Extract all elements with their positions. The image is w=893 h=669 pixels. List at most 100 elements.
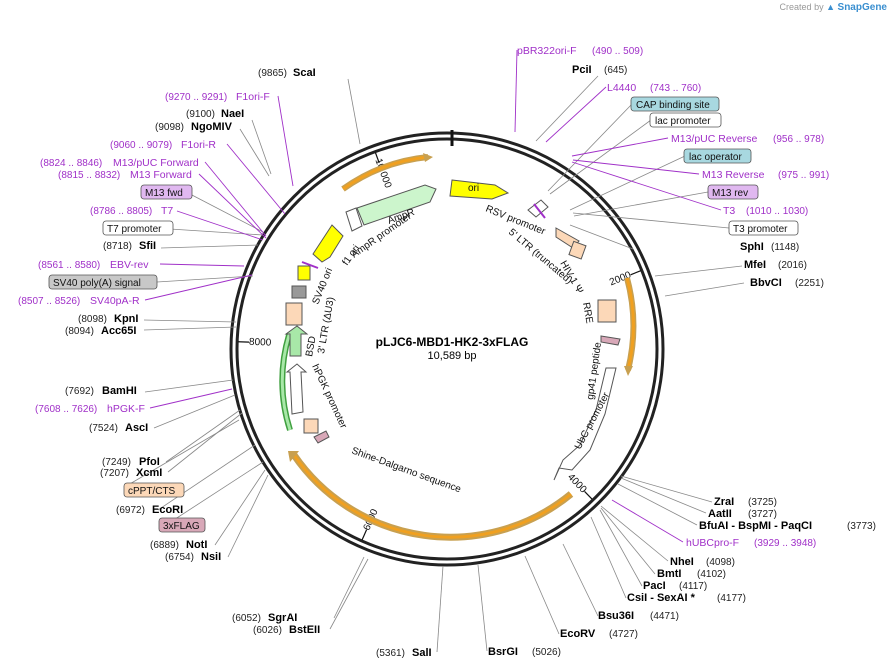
enzyme-name-sphi: SphI xyxy=(740,241,764,253)
primer-name: M13/pUC Reverse xyxy=(671,133,758,145)
boxed-labels: CAP binding site lac promoter lac operat… xyxy=(48,96,799,533)
primer-name: hUBCpro-F xyxy=(686,537,739,549)
feature-ori xyxy=(449,179,510,200)
enzyme-pos: (6972) xyxy=(116,505,145,516)
orf-arrowhead-bottom xyxy=(288,451,299,462)
enzyme-name-ngomiv: NgoMIV xyxy=(191,121,233,133)
tick-mark xyxy=(584,490,593,500)
primer-range: (956 .. 978) xyxy=(773,134,824,145)
label-t7-promoter: T7 promoter xyxy=(107,224,162,235)
enzyme-pos: (3773) xyxy=(847,521,876,532)
enzyme-pos: (6754) xyxy=(165,552,194,563)
enzyme-pos: (6889) xyxy=(150,540,179,551)
feature-rre xyxy=(597,299,617,323)
enzyme-pos: (645) xyxy=(604,65,627,76)
label-m13-rev: M13 rev xyxy=(712,188,748,199)
enzyme-pos: (1148) xyxy=(771,242,799,253)
enzyme-pos: (7524) xyxy=(89,423,118,434)
label-box-t3-promoter xyxy=(728,220,799,236)
enzyme-pos: (2251) xyxy=(795,278,824,289)
enzyme-name-bbvci: BbvCI xyxy=(750,277,782,289)
enzyme-name-zrai: ZraI xyxy=(714,496,734,508)
enzyme-pos: (9098) xyxy=(155,122,184,133)
feature-sv40-ori xyxy=(297,265,311,281)
orf-arrowhead-right xyxy=(624,366,633,376)
label-lac-promoter: lac promoter xyxy=(655,116,711,127)
feature-ubc-promoter xyxy=(553,367,617,481)
primer-name: T7 xyxy=(161,205,173,217)
enzyme-name-mfei: MfeI xyxy=(744,259,766,271)
feature-label-bsd: BSD xyxy=(304,335,318,357)
primer-cluster-left xyxy=(301,261,319,269)
enzyme-name-sali: SalI xyxy=(412,647,432,659)
enzyme-pos: (4727) xyxy=(609,629,638,640)
created-by-text: Created by xyxy=(779,2,824,12)
enzyme-pos: (4117) xyxy=(679,581,707,592)
enzyme-name-bfuai-bspmi-paqci: BfuAI - BspMI - PaqCI xyxy=(699,520,812,532)
enzyme-name-sgrai: SgrAI xyxy=(268,612,297,624)
label-3xflag: 3xFLAG xyxy=(163,521,200,532)
label-box-lac-promoter xyxy=(649,112,722,128)
enzyme-name-xcmi: XcmI xyxy=(136,467,162,479)
feature-label-shine-dalgarno: Shine-Dalgarno sequence xyxy=(350,445,463,495)
primer-name: F1ori-F xyxy=(236,91,270,103)
primer-name: pBR322ori-F xyxy=(517,45,577,57)
backbone-inner-ring xyxy=(235,137,659,561)
label-box-cap xyxy=(630,96,720,112)
feature-ampr xyxy=(356,184,437,226)
enzyme-name-bsrgi: BsrGI xyxy=(488,646,518,658)
enzyme-name-acc65i: Acc65I xyxy=(101,325,136,337)
enzyme-pos: (8098) xyxy=(78,314,107,325)
primer-range: (8815 .. 8832) xyxy=(58,170,120,181)
primer-range: (1010 .. 1030) xyxy=(746,206,808,217)
enzyme-name-paci: PacI xyxy=(643,580,666,592)
center-label: pLJC6-MBD1-HK2-3xFLAG 10,589 bp xyxy=(376,335,529,362)
label-box-3xflag xyxy=(158,517,206,533)
primer-name: M13 Reverse xyxy=(702,169,765,181)
tick-mark xyxy=(374,152,380,164)
plasmid-name: pLJC6-MBD1-HK2-3xFLAG xyxy=(376,335,529,349)
feature-bsd xyxy=(284,325,309,357)
primer-range: (490 .. 509) xyxy=(592,46,643,57)
enzyme-name-scai: ScaI xyxy=(293,67,316,79)
primer-labels: pBR322ori-F (490 .. 509) L4440 (743 .. 7… xyxy=(18,45,829,549)
enzyme-pos: (3725) xyxy=(748,497,777,508)
primer-name: T3 xyxy=(723,205,735,217)
tick-mark xyxy=(630,270,641,276)
primer-range: (3929 .. 3948) xyxy=(754,538,816,549)
label-cap-binding-site: CAP binding site xyxy=(636,100,710,111)
label-sv40-polya: SV40 poly(A) signal xyxy=(53,278,141,289)
enzyme-pos: (9865) xyxy=(258,68,287,79)
primer-name: M13/pUC Forward xyxy=(113,157,199,169)
tick-label: 8000 xyxy=(249,337,272,349)
label-box-m13-fwd xyxy=(140,184,193,200)
label-box-cppt xyxy=(123,482,185,498)
enzyme-name-kpni: KpnI xyxy=(114,313,138,325)
primer-name: L4440 xyxy=(607,82,636,94)
enzyme-pos: (7692) xyxy=(65,386,94,397)
primer-range: (8786 .. 8805) xyxy=(90,206,152,217)
enzyme-name-bsteii: BstEII xyxy=(289,624,320,636)
primer-range: (7608 .. 7626) xyxy=(35,404,97,415)
snapgene-branding: Created by ▲ SnapGene xyxy=(780,2,887,13)
orf-arc-bottom-core xyxy=(292,454,572,539)
feature-3xflag xyxy=(313,430,330,444)
enzyme-name-naei: NaeI xyxy=(221,108,244,120)
enzyme-pos: (4471) xyxy=(650,611,679,622)
tick-mark xyxy=(361,529,368,541)
snapgene-logo-text: SnapGene xyxy=(837,2,887,13)
enzyme-pos: (4177) xyxy=(717,593,746,604)
plasmid-size: 10,589 bp xyxy=(428,350,477,362)
enzyme-name-bsu36i: Bsu36I xyxy=(598,610,634,622)
enzyme-name-csii-sexai: CsiI - SexAI * xyxy=(627,592,696,604)
enzyme-pos: (9100) xyxy=(186,109,215,120)
primer-range: (975 .. 991) xyxy=(778,170,829,181)
primer-range: (9060 .. 9079) xyxy=(110,140,172,151)
feature-f1-ori xyxy=(312,224,344,263)
enzyme-name-nhei: NheI xyxy=(670,556,694,568)
bsd-orf-arc-core xyxy=(280,334,292,431)
feature-sv40-polya xyxy=(291,285,307,299)
enzyme-pos: (3727) xyxy=(748,509,777,520)
label-box-sv40-polya xyxy=(48,274,158,290)
